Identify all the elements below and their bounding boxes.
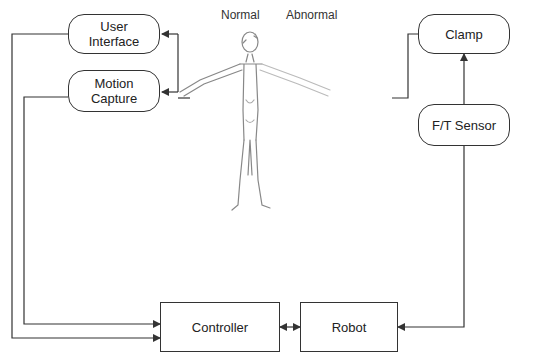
node-label: User Interface: [69, 19, 159, 49]
node-label: Motion Capture: [69, 76, 159, 106]
signal-connector: [24, 97, 160, 324]
signal-connector: [463, 54, 464, 104]
process-box: Robot: [300, 302, 398, 352]
module-box: F/T Sensor: [418, 104, 510, 146]
node-label: Robot: [326, 320, 373, 335]
module-box: Motion Capture: [68, 70, 160, 112]
node-label: Clamp: [439, 27, 489, 42]
node-label: Controller: [186, 320, 254, 335]
module-box: Clamp: [418, 14, 510, 54]
state-label: Normal: [221, 8, 260, 22]
module-box: User Interface: [68, 14, 160, 54]
signal-connector: [280, 326, 300, 327]
signal-connector: [12, 34, 160, 338]
node-label: F/T Sensor: [426, 118, 502, 133]
signal-connector: [398, 146, 464, 327]
state-label: Abnormal: [286, 8, 337, 22]
process-box: Controller: [160, 302, 280, 352]
